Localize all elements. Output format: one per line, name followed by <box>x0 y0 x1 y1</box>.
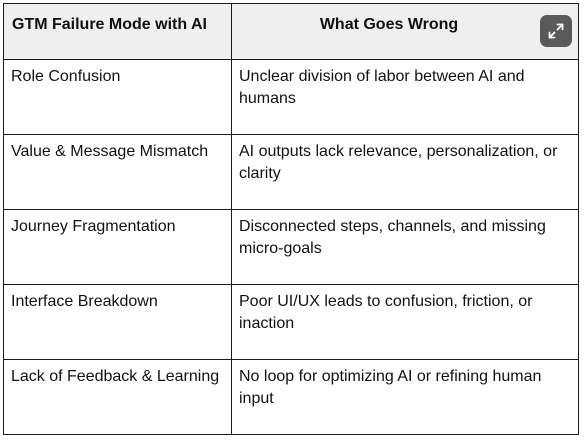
what-goes-wrong-cell: Poor UI/UX leads to confusion, friction,… <box>231 284 579 360</box>
expand-button[interactable] <box>540 15 572 47</box>
table-row: Role Confusion Unclear division of labor… <box>3 59 579 135</box>
table-container: GTM Failure Mode with AI What Goes Wrong… <box>3 3 581 437</box>
table-row: Journey Fragmentation Disconnected steps… <box>3 209 579 285</box>
what-goes-wrong-cell: Disconnected steps, channels, and missin… <box>231 209 579 285</box>
failure-mode-table: GTM Failure Mode with AI What Goes Wrong… <box>3 3 579 435</box>
table-row: Interface Breakdown Poor UI/UX leads to … <box>3 284 579 360</box>
what-goes-wrong-cell: AI outputs lack relevance, personalizati… <box>231 134 579 210</box>
what-goes-wrong-cell: No loop for optimizing AI or refining hu… <box>231 359 579 435</box>
column-header-failure-mode: GTM Failure Mode with AI <box>3 3 232 60</box>
table-row: Value & Message Mismatch AI outputs lack… <box>3 134 579 210</box>
failure-mode-cell: Journey Fragmentation <box>3 209 232 285</box>
column-header-what-goes-wrong: What Goes Wrong <box>231 3 579 60</box>
failure-mode-cell: Role Confusion <box>3 59 232 135</box>
expand-icon <box>548 23 564 39</box>
table-header-row: GTM Failure Mode with AI What Goes Wrong <box>3 3 579 60</box>
failure-mode-cell: Interface Breakdown <box>3 284 232 360</box>
what-goes-wrong-cell: Unclear division of labor between AI and… <box>231 59 579 135</box>
failure-mode-cell: Value & Message Mismatch <box>3 134 232 210</box>
failure-mode-cell: Lack of Feedback & Learning <box>3 359 232 435</box>
table-row: Lack of Feedback & Learning No loop for … <box>3 359 579 435</box>
